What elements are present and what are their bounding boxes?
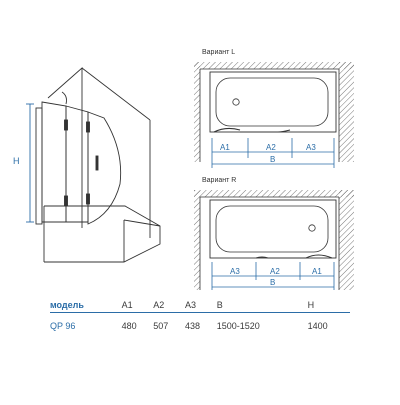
variant-r-drain-icon [308,224,316,232]
variant-r-total: B [270,278,275,287]
cell-model: QP 96 [50,321,76,331]
variant-r-title: Вариант R [202,177,236,184]
variant-r-bathtub [209,199,337,259]
variant-l-title: Вариант L [202,49,235,56]
bathtub-outline [44,205,161,263]
variant-l-seg-2: A2 [266,143,276,152]
variant-l-dimensions [211,138,335,168]
height-label: H [13,156,20,166]
wall-profile [35,107,43,225]
cell-a2: 507 [153,321,169,331]
header-a1: A1 [121,298,154,313]
variant-r-tub-basin [215,205,329,253]
hinge-bottom-2 [86,193,90,205]
glass-panel-1 [41,101,67,223]
cell-b: 1500-1520 [216,321,260,331]
variant-r-seg-3: A1 [312,267,322,276]
height-dimension [26,103,34,223]
door-handle-icon [95,155,99,171]
wall-top-line [81,67,151,121]
header-b: B [216,298,308,313]
variant-l-plan [194,62,354,162]
hinge-bottom [64,195,68,207]
variant-l-drain-icon [232,98,240,106]
spec-table: модель A1 A2 A3 B H QP 96 480 507 438 15… [50,298,350,333]
perspective-view [35,67,161,263]
cell-a3: 438 [185,321,201,331]
cell-a1: 480 [121,321,137,331]
glass-panel-2 [65,105,89,223]
spec-table-header: модель A1 A2 A3 B H [50,298,350,313]
table-row: QP 96 480 507 438 1500-1520 1400 [50,313,350,334]
header-a2: A2 [153,298,186,313]
hinge-top-2 [86,121,90,133]
header-model: модель [50,298,122,313]
variant-r-plan [194,190,354,290]
header-a3: A3 [185,298,217,313]
glass-panel-3 [87,111,122,225]
cell-h: 1400 [307,321,328,331]
variant-l-seg-3: A3 [306,143,316,152]
variant-l-seg-1: A1 [220,143,230,152]
variant-l-tub-basin [215,77,329,127]
variant-r-screen [255,254,333,259]
variant-r-seg-1: A3 [230,267,240,276]
shower-head-icon [61,91,67,105]
variant-l-total: B [270,155,275,164]
bathtub-rim [123,219,161,227]
variant-l-screen [213,127,291,133]
variant-r-seg-2: A2 [270,267,280,276]
hinge-top [64,119,68,131]
variant-r-dimensions [211,262,335,290]
variant-l-bathtub [209,71,337,133]
header-h: H [307,298,350,313]
